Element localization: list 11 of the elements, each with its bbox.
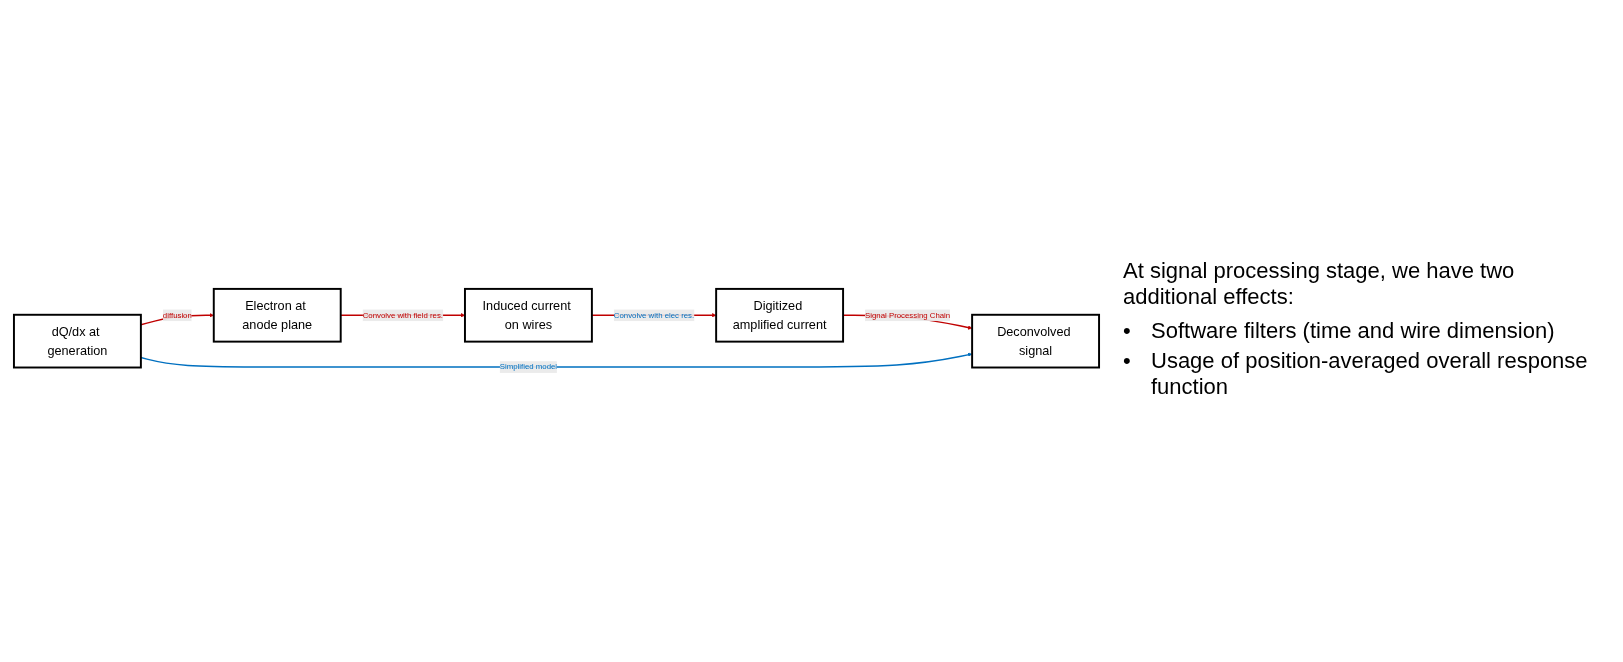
node-box: Electron at anode plane (212, 288, 342, 343)
bullet-mark: • (1123, 348, 1132, 375)
bullet-item: Software filters (time and wire dimension) (1151, 318, 1555, 344)
bullet-mark: • (1123, 318, 1132, 344)
note-text: At signal processing stage, we have two additional effects: (1123, 258, 1516, 310)
bullet-item: Usage of position-averaged overall response function (1151, 348, 1589, 400)
node-box: Digitized amplified current (715, 288, 845, 343)
node-box: Induced current on wires (464, 288, 593, 343)
node-box: dQ/dx at generation (12, 313, 142, 369)
node-box: Deconvolved signal (971, 313, 1101, 369)
arrow (140, 352, 973, 368)
